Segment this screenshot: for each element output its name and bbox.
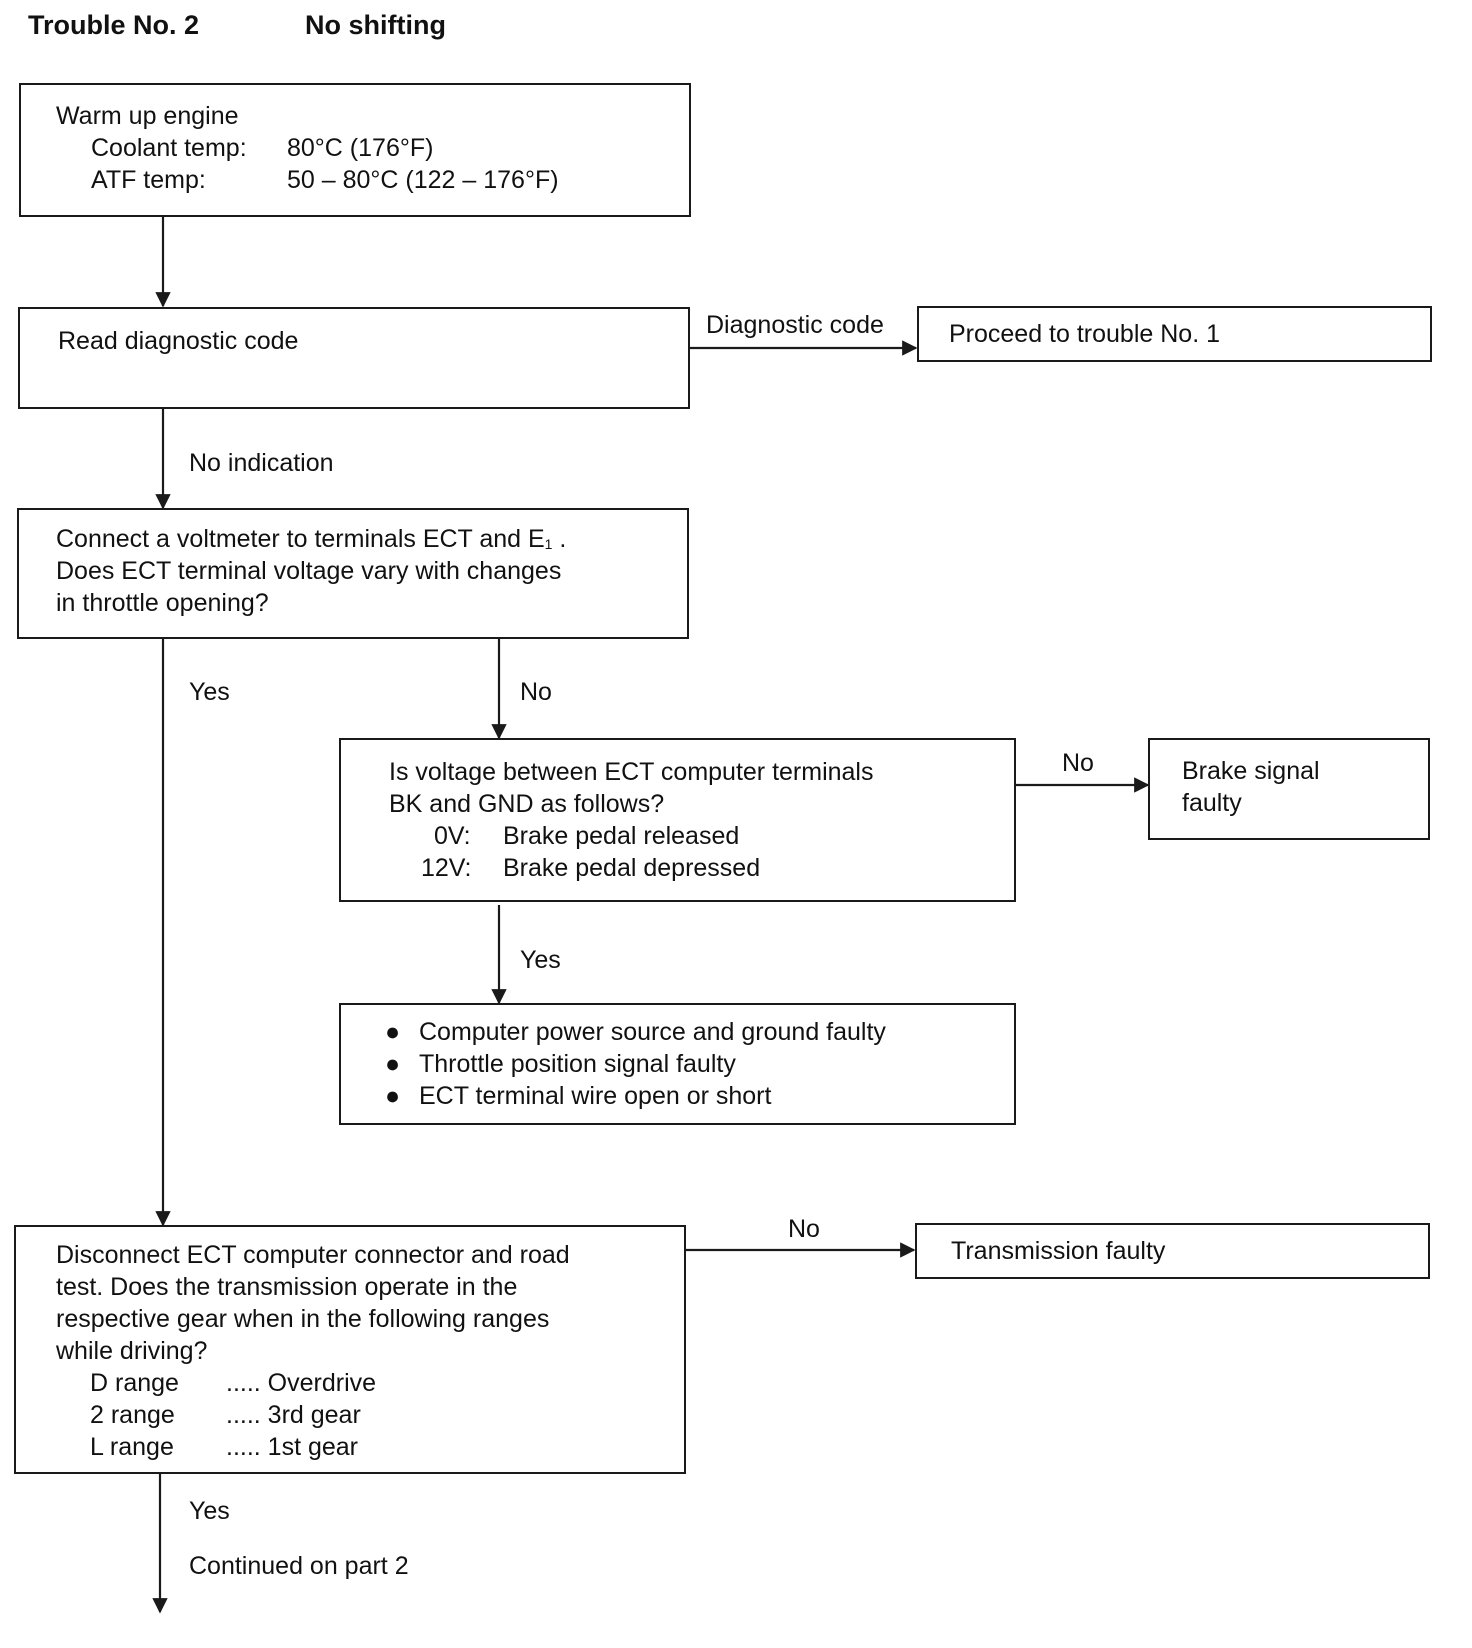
voltmeter-line-1: Connect a voltmeter to terminals ECT and…	[56, 525, 567, 553]
range-d-gear: ..... Overdrive	[226, 1369, 377, 1397]
brake-line-1: Is voltage between ECT computer terminal…	[389, 758, 874, 786]
brake-row-1-volt: 0V:	[434, 822, 471, 850]
box-brake-voltage-check: Is voltage between ECT computer terminal…	[339, 738, 1016, 902]
box-read-diagnostic-code: Read diagnostic code	[18, 307, 690, 409]
brake-line-2: BK and GND as follows?	[389, 790, 665, 818]
warmup-title: Warm up engine	[56, 102, 239, 130]
range-2-gear: ..... 3rd gear	[226, 1401, 361, 1429]
fault-item: ●Throttle position signal faulty	[385, 1050, 736, 1078]
fault-item: ●Computer power source and ground faulty	[385, 1018, 886, 1046]
brake-row-1-text: Brake pedal released	[503, 822, 740, 850]
road-test-line-1: Disconnect ECT computer connector and ro…	[56, 1241, 570, 1269]
fault-item: ●ECT terminal wire open or short	[385, 1082, 772, 1110]
road-test-line-4: while driving?	[56, 1337, 208, 1365]
box-road-test: Disconnect ECT computer connector and ro…	[14, 1225, 686, 1474]
road-test-line-3: respective gear when in the following ra…	[56, 1305, 550, 1333]
label-yes-road-test: Yes	[189, 1497, 230, 1525]
trouble-number: Trouble No. 2	[28, 10, 200, 40]
label-no-brake: No	[1062, 749, 1094, 777]
label-no-voltage-varies: No	[520, 678, 552, 706]
bullet-icon: ●	[385, 1018, 401, 1046]
symptom-title: No shifting	[305, 10, 446, 40]
brake-row-2-volt: 12V:	[421, 854, 472, 882]
label-continued-part-2: Continued on part 2	[189, 1552, 409, 1580]
box-proceed-trouble-1: Proceed to trouble No. 1	[917, 306, 1432, 362]
brake-signal-line-2: faulty	[1182, 789, 1242, 817]
range-d-label: D range	[90, 1369, 179, 1397]
box-warm-up-engine: Warm up engine Coolant temp: 80°C (176°F…	[19, 83, 691, 217]
brake-signal-line-1: Brake signal	[1182, 757, 1320, 785]
label-no-indication: No indication	[189, 449, 334, 477]
range-2-label: 2 range	[90, 1401, 175, 1429]
bullet-icon: ●	[385, 1082, 401, 1110]
box-brake-signal-faulty: Brake signal faulty	[1148, 738, 1430, 840]
box-transmission-faulty: Transmission faulty	[915, 1223, 1430, 1279]
brake-row-2-text: Brake pedal depressed	[503, 854, 761, 882]
terminal-e1-subscript: 1	[544, 536, 553, 552]
proceed-text: Proceed to trouble No. 1	[949, 320, 1220, 348]
atf-label: ATF temp:	[91, 166, 206, 194]
road-test-line-2: test. Does the transmission operate in t…	[56, 1273, 518, 1301]
coolant-value: 80°C (176°F)	[287, 134, 434, 162]
atf-value: 50 – 80°C (122 – 176°F)	[287, 166, 559, 194]
label-diagnostic-code: Diagnostic code	[706, 311, 884, 339]
read-code-text: Read diagnostic code	[58, 327, 299, 355]
range-l-gear: ..... 1st gear	[226, 1433, 359, 1461]
box-faults-list: ●Computer power source and ground faulty…	[339, 1003, 1016, 1125]
label-yes-brake: Yes	[520, 946, 561, 974]
transmission-faulty-text: Transmission faulty	[951, 1237, 1166, 1265]
range-l-label: L range	[90, 1433, 174, 1461]
voltmeter-line-2: Does ECT terminal voltage vary with chan…	[56, 557, 562, 585]
box-connect-voltmeter: Connect a voltmeter to terminals ECT and…	[17, 508, 689, 639]
coolant-label: Coolant temp:	[91, 134, 247, 162]
voltmeter-line-3: in throttle opening?	[56, 589, 269, 617]
label-no-road-test: No	[788, 1215, 820, 1243]
bullet-icon: ●	[385, 1050, 401, 1078]
label-yes-voltage-varies: Yes	[189, 678, 230, 706]
